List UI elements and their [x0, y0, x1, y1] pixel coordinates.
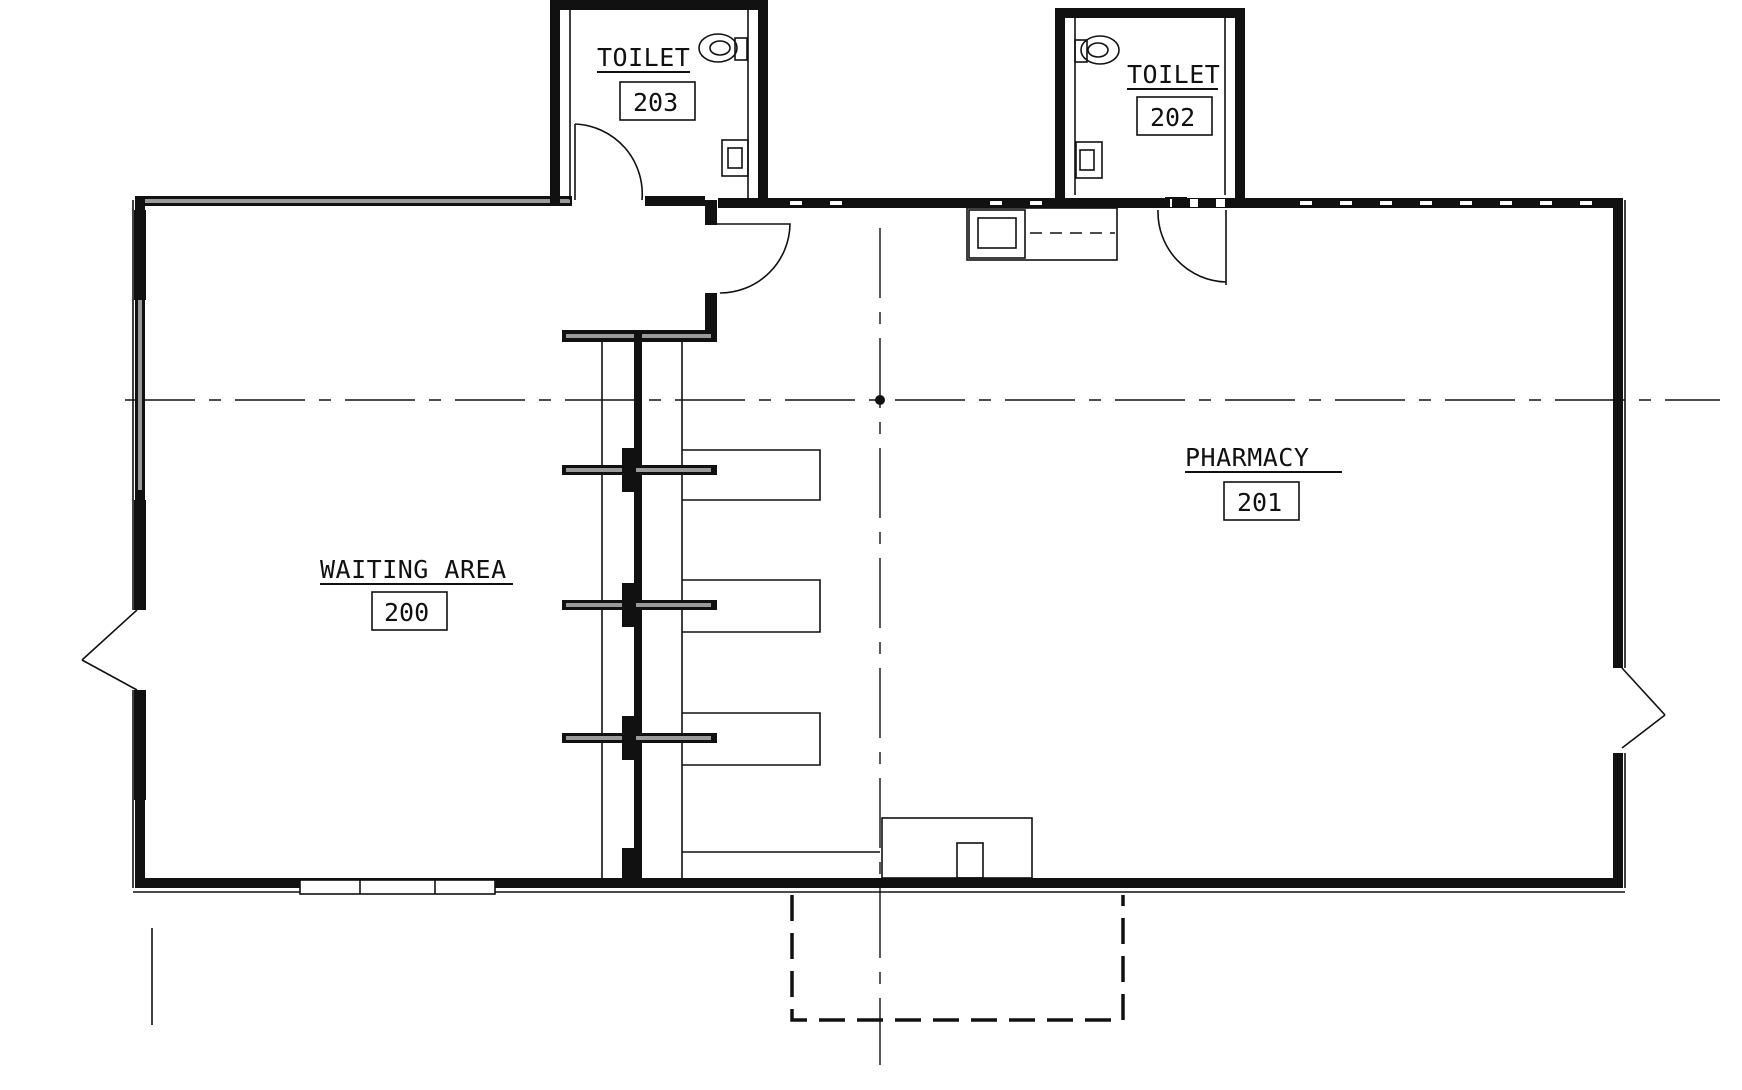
- service-windows: [562, 448, 880, 878]
- interior-partition: [562, 200, 791, 880]
- toilet-202-fixture: [1074, 35, 1120, 179]
- toilet-202-walls: [1055, 8, 1245, 285]
- pharmacy-sink-counter: [966, 207, 1118, 261]
- service-window-1: [562, 448, 821, 501]
- room-number-toilet-203: 203: [633, 88, 678, 117]
- service-window-3: [562, 712, 821, 766]
- room-name-pharmacy: PHARMACY: [1185, 443, 1309, 472]
- exterior-walls: [132, 196, 1626, 895]
- room-name-toilet-202: TOILET: [1127, 60, 1220, 89]
- room-number-waiting: 200: [384, 598, 429, 627]
- grid-lines: [125, 228, 1720, 1065]
- room-number-pharmacy: 201: [1237, 488, 1282, 517]
- waiting-area-exterior-door: [81, 210, 147, 800]
- room-label-waiting-area: WAITING AREA 200: [320, 555, 513, 631]
- room-number-toilet-202: 202: [1150, 103, 1195, 132]
- service-window-2: [562, 579, 821, 633]
- room-label-pharmacy: PHARMACY 201: [1185, 443, 1342, 521]
- pharmacy-lower-counter: [881, 817, 1033, 879]
- room-label-toilet-202: TOILET 202: [1127, 60, 1220, 136]
- room-label-toilet-203: TOILET 203: [597, 43, 696, 121]
- room-name-toilet-203: TOILET: [597, 43, 690, 72]
- room-name-waiting: WAITING AREA: [320, 555, 507, 584]
- entry-canopy-outline: [790, 895, 1125, 1022]
- toilet-203-walls: [550, 0, 768, 208]
- pharmacy-exterior-door: [1610, 667, 1666, 753]
- toilet-203-fixture: [698, 33, 749, 177]
